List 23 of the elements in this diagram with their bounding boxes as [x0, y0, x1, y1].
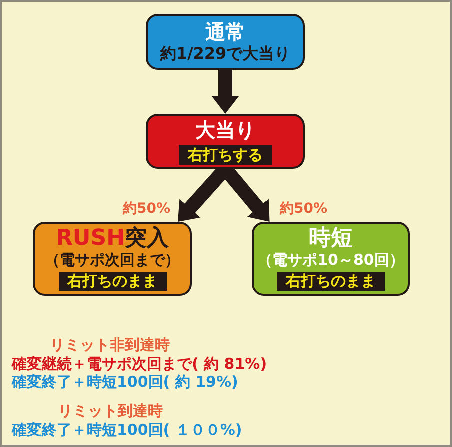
node-title: 通常: [206, 21, 246, 44]
process-box: [33, 222, 192, 296]
node-text: （電サポ次回まで）: [45, 251, 180, 270]
label-band: 右打ちする: [179, 145, 272, 165]
note-heading: リミット到達時: [58, 402, 163, 420]
node-title: 大当り: [196, 119, 256, 142]
node-text: 約1/229で大当り: [160, 44, 291, 64]
node-title: 突入: [125, 226, 170, 251]
note-text: 確変終了＋時短100回( １００%): [12, 421, 242, 439]
note-heading: リミット非到達時: [50, 336, 170, 354]
node-title: RUSH: [56, 226, 126, 251]
note-text: 確変継続＋電サポ次回まで( 約 81%): [12, 355, 268, 373]
label-band: 右打ちのまま: [277, 272, 385, 291]
node-text: （電サポ10～80回）: [258, 251, 404, 270]
process-box: [146, 14, 305, 70]
label-band: 右打ちのまま: [58, 272, 166, 291]
arrow: [212, 70, 240, 114]
node-title: 時短: [309, 226, 353, 251]
process-box: [252, 222, 410, 296]
edge-label: 約50%: [123, 200, 171, 218]
process-box: [146, 114, 305, 169]
edge-label: 約50%: [280, 200, 328, 218]
note-text: 確変終了＋時短100回( 約 19%): [12, 373, 238, 391]
